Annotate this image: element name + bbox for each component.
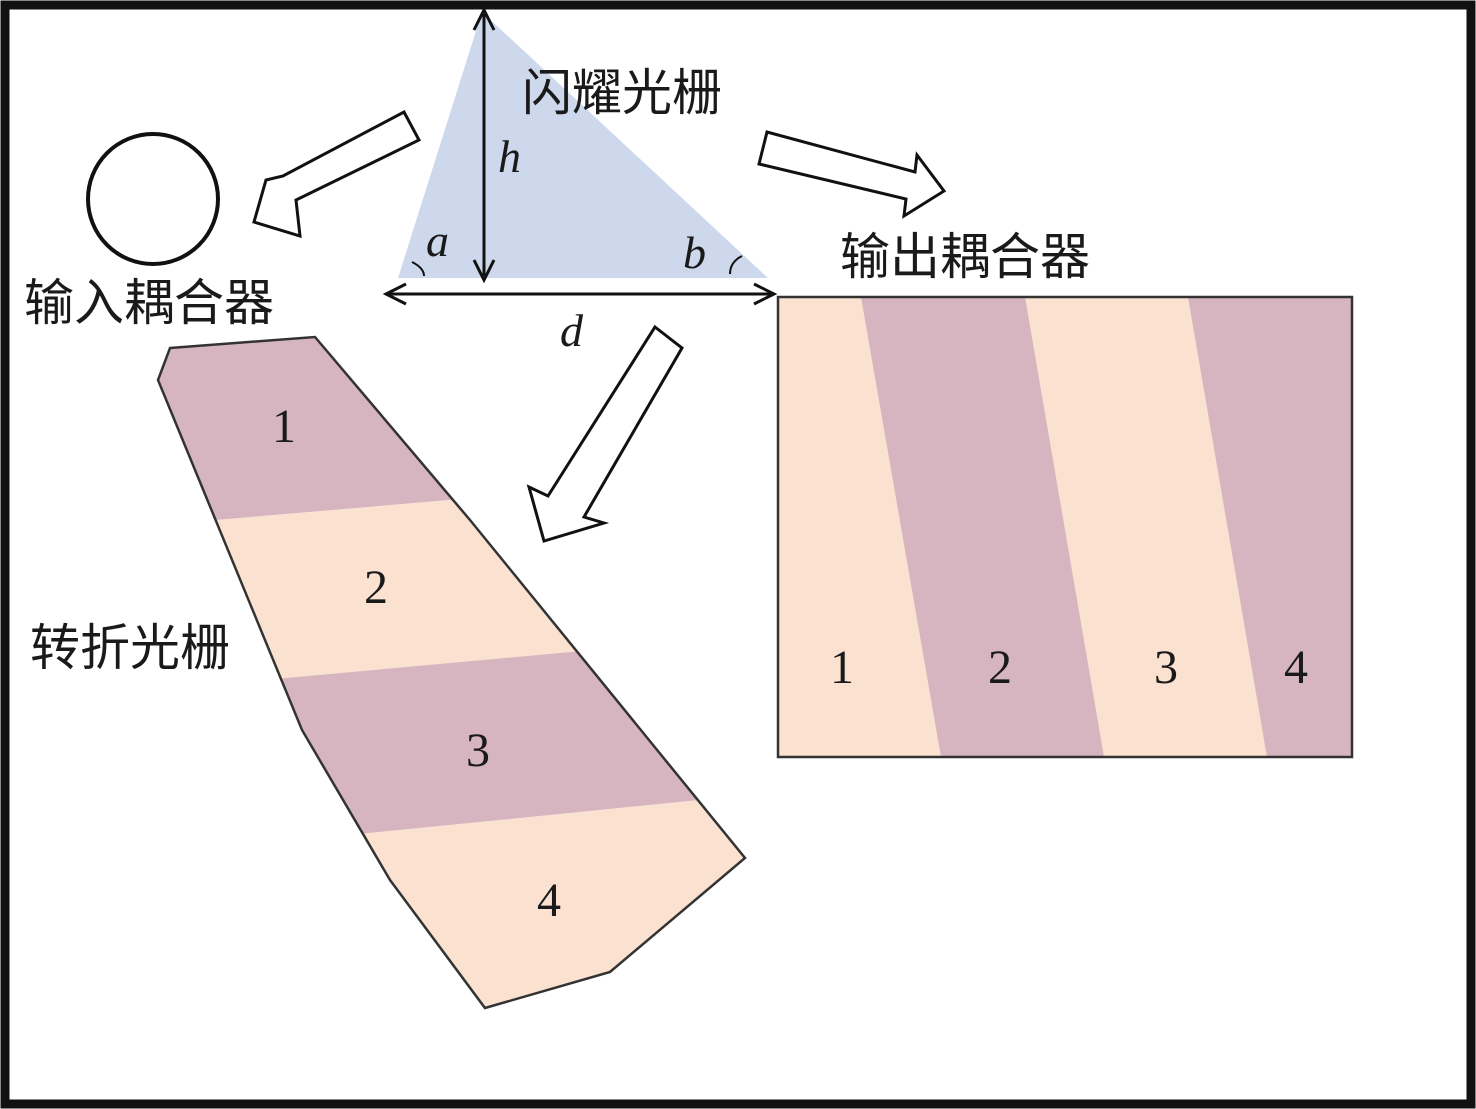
output-coupler-label: 输出耦合器: [840, 228, 1090, 286]
output-region-2: 2: [988, 641, 1012, 694]
input-coupler-label: 输入耦合器: [24, 274, 274, 332]
arrow-to-input-coupler: [252, 109, 422, 239]
blazed-grating-triangle: [398, 12, 768, 278]
angle-a-label: a: [426, 215, 449, 266]
blazed-grating-label: 闪耀光栅: [522, 64, 722, 122]
angle-b-label: b: [683, 227, 706, 278]
turning-region-1: 1: [272, 400, 296, 453]
output-coupler-bands: [778, 297, 1352, 757]
output-band-4: [1188, 297, 1352, 757]
angle-a-arc: [411, 261, 425, 277]
input-coupler-circle: [86, 132, 220, 266]
output-region-1: 1: [830, 641, 854, 694]
turning-region-3: 3: [466, 724, 490, 777]
output-band-2: [861, 297, 1104, 757]
output-coupler-outline: [776, 295, 1354, 759]
turning-grating-label: 转折光栅: [30, 619, 230, 677]
turning-region-4: 4: [537, 874, 561, 927]
turning-grating-outline: [156, 335, 747, 1010]
arrow-to-output-coupler: [757, 130, 947, 219]
arrow-to-turning-grating: [526, 324, 684, 543]
height-arrow: [472, 6, 496, 284]
turning-region-2: 2: [364, 561, 388, 614]
period-label: d: [560, 305, 584, 356]
output-region-3: 3: [1154, 641, 1178, 694]
height-label: h: [498, 131, 521, 182]
period-arrow: [382, 282, 778, 306]
output-region-4: 4: [1284, 641, 1308, 694]
angle-b-arc: [729, 255, 743, 275]
